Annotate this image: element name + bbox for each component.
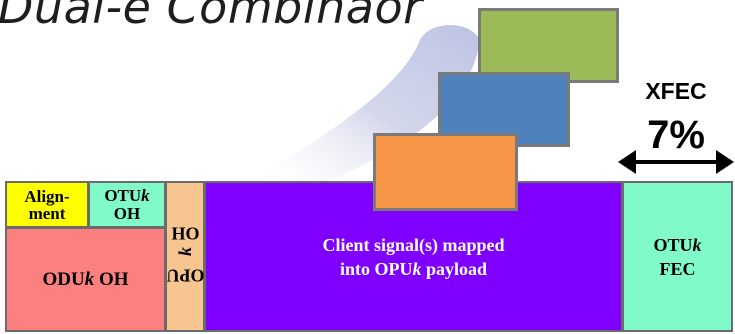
alignment-line1: Align- [24,186,70,206]
payload-line2-prefix: into OPU [339,258,413,279]
alignment-line2: ment [28,203,66,223]
opu-oh-suffix: OH [171,223,200,244]
odu-oh-prefix: ODU [42,268,85,290]
payload-k: k [412,258,422,279]
odu-oh-k: k [84,268,95,290]
otu-oh-k: k [141,185,150,205]
opuk-oh-box: OPU k OH [165,181,205,332]
fec-suffix: FEC [659,258,696,279]
oduk-oh-box: ODUk OH [5,227,166,332]
opu-oh-k: k [174,247,195,257]
otu-oh-prefix: OTU [104,185,142,205]
client-block-orange [373,133,518,211]
diagram-title: Dual-e Combinaor [0,0,423,34]
fec-k: k [692,234,702,255]
payload-line1: Client signal(s) mapped [322,234,505,255]
otu-oh-suffix: OH [113,203,141,223]
fec-prefix: OTU [653,234,693,255]
alignment-box: Align-ment [5,181,89,228]
double-arrow-icon [618,150,734,174]
xfec-percent: 7% [647,113,705,157]
payload-line2-suffix: payload [421,258,488,279]
opu-oh-prefix: OPU [166,265,205,286]
xfec-label: XFEC [645,78,707,104]
odu-oh-suffix: OH [94,268,129,290]
